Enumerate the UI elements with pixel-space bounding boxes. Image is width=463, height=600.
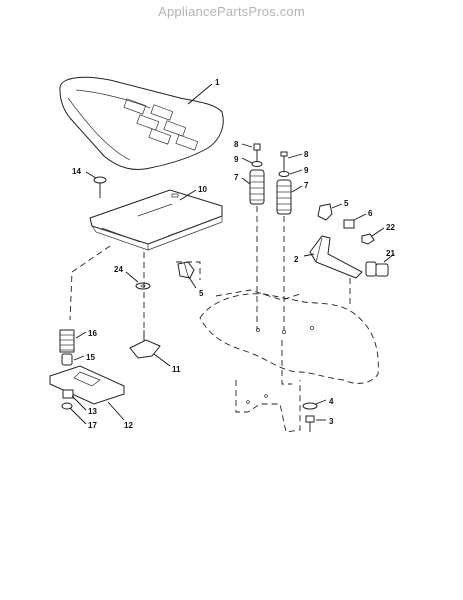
leader-10 — [179, 189, 197, 201]
clip-5-left — [177, 261, 195, 279]
watermark: AppliancePartsPros.com — [158, 4, 305, 19]
callout-3: 3 — [329, 417, 334, 426]
callout-5-left: 5 — [199, 289, 204, 298]
leader-1 — [187, 83, 213, 105]
callout-17: 17 — [88, 421, 97, 430]
callout-6: 6 — [368, 209, 373, 218]
bracket-2 — [309, 235, 363, 279]
callout-21: 21 — [386, 249, 395, 258]
callout-24: 24 — [114, 265, 123, 274]
chassis-outline — [199, 289, 379, 433]
callout-16: 16 — [88, 329, 97, 338]
knob-11 — [129, 330, 161, 359]
knob-21 — [365, 261, 389, 277]
callout-7-right: 7 — [304, 181, 309, 190]
nut-6 — [343, 219, 355, 229]
bracket-12 — [49, 365, 125, 405]
callout-15: 15 — [86, 353, 95, 362]
callout-9-left: 9 — [234, 155, 239, 164]
callout-1: 1 — [215, 78, 220, 87]
bolt-3 — [305, 415, 315, 432]
spacer-15 — [61, 353, 73, 366]
callout-11: 11 — [172, 365, 181, 374]
bolt-14 — [93, 176, 107, 198]
callout-13: 13 — [88, 407, 97, 416]
dashed-guide-right — [176, 261, 201, 280]
washer-24 — [135, 282, 151, 290]
washer-17 — [61, 402, 73, 410]
washer-9-right — [278, 171, 290, 177]
bolt-8-right — [280, 151, 288, 172]
callout-9-right: 9 — [304, 166, 309, 175]
seat — [59, 76, 224, 170]
bolt-8-left — [253, 143, 261, 162]
callout-8-right: 8 — [304, 150, 309, 159]
nut-22 — [361, 233, 375, 245]
callout-10: 10 — [198, 185, 207, 194]
spring-7-right — [276, 179, 292, 215]
washer-4 — [302, 402, 318, 410]
callout-7-left: 7 — [234, 173, 239, 182]
callout-8-left: 8 — [234, 140, 239, 149]
callout-12: 12 — [124, 421, 133, 430]
washer-9-left — [251, 161, 263, 167]
clip-5-right — [317, 203, 333, 221]
callout-14: 14 — [72, 167, 81, 176]
spring-16 — [59, 329, 75, 353]
dashed-guide-left — [69, 245, 111, 321]
callout-4: 4 — [329, 397, 334, 406]
callout-5-right: 5 — [344, 199, 349, 208]
spring-7-left — [249, 169, 265, 205]
callout-2: 2 — [294, 255, 299, 264]
seat-pan — [89, 189, 223, 251]
nut-13 — [62, 389, 74, 399]
callout-22: 22 — [386, 223, 395, 232]
